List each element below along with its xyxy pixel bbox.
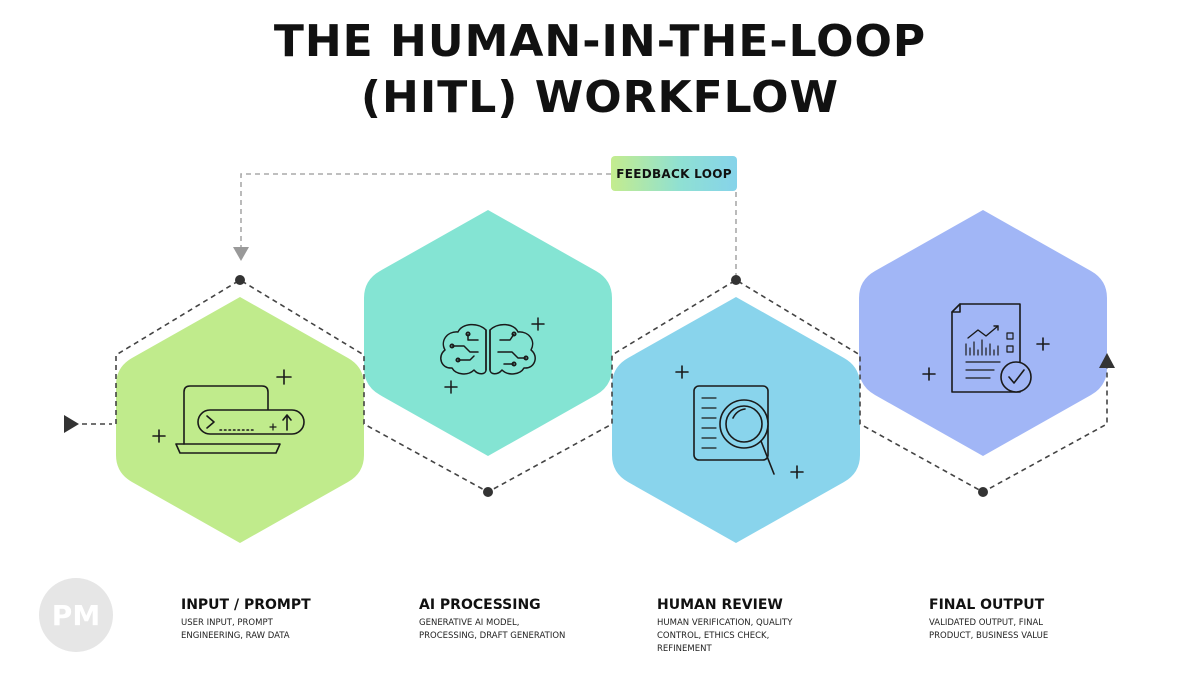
laptop-prompt-icon [152, 369, 305, 454]
stage-caption-input: INPUT / PROMPT USER INPUT, PROMPT ENGINE… [181, 596, 421, 643]
diagram-title: THE HUMAN-IN-THE-LOOP (HITL) WORKFLOW [0, 14, 1200, 126]
connector-dot [731, 275, 741, 285]
flow-start-arrow [64, 415, 79, 433]
feedback-loop-path [240, 173, 737, 278]
stage-title: FINAL OUTPUT [929, 597, 1045, 613]
flow-end-arrow [1099, 353, 1115, 368]
brain-circuit-icon [440, 317, 545, 394]
stage-caption-human-review: HUMAN REVIEW HUMAN VERIFICATION, QUALITY… [657, 596, 897, 656]
feedback-loop-label: FEEDBACK LOOP [611, 156, 737, 191]
report-checkmark-icon [922, 303, 1050, 393]
magnifier-document-icon [675, 365, 804, 479]
stage-description: VALIDATED OUTPUT, FINAL PRODUCT, BUSINES… [929, 618, 1049, 641]
stage-title: AI PROCESSING [419, 597, 541, 613]
feedback-arrow-head [233, 247, 249, 261]
title-line-2: (HITL) WORKFLOW [360, 72, 840, 123]
connector-dot [235, 275, 245, 285]
connector-dot [483, 487, 493, 497]
hexagon-ai-processing [364, 210, 612, 456]
stage-description: GENERATIVE AI MODEL, PROCESSING, DRAFT G… [419, 618, 566, 641]
stage-caption-final-output: FINAL OUTPUT VALIDATED OUTPUT, FINAL PRO… [929, 596, 1169, 643]
connector-dot [978, 487, 988, 497]
flow-path [82, 279, 1108, 493]
pm-logo: PM [39, 578, 113, 652]
title-line-1: THE HUMAN-IN-THE-LOOP [273, 16, 927, 67]
stage-description: HUMAN VERIFICATION, QUALITY CONTROL, ETH… [657, 618, 793, 654]
stage-description: USER INPUT, PROMPT ENGINEERING, RAW DATA [181, 618, 290, 641]
stage-caption-ai-processing: AI PROCESSING GENERATIVE AI MODEL, PROCE… [419, 596, 659, 643]
stage-title: HUMAN REVIEW [657, 597, 783, 613]
stage-title: INPUT / PROMPT [181, 597, 311, 613]
